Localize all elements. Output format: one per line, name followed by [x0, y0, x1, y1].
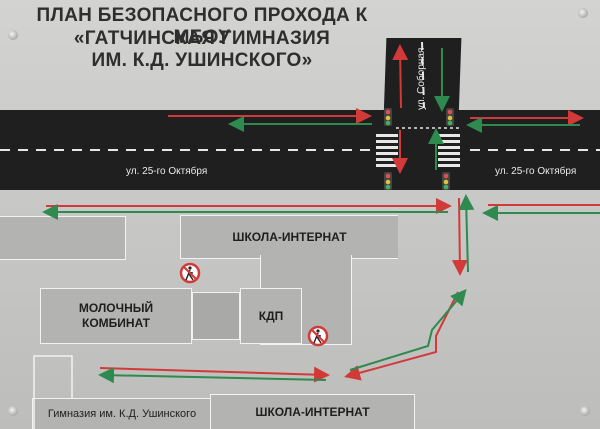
crosswalk-right [438, 134, 460, 167]
no-pedestrian-icon [307, 325, 329, 347]
traffic-light-icon [384, 108, 392, 126]
screw-icon [578, 8, 588, 18]
building-internat-bottom: ШКОЛА-ИНТЕРНАТ [210, 394, 415, 429]
no-pedestrian-icon [179, 262, 201, 284]
gymnasium-outline [33, 355, 73, 429]
traffic-light-icon [446, 108, 454, 126]
screw-icon [8, 30, 18, 40]
street-label-oktyabrya-right: ул. 25-го Октября [495, 166, 577, 177]
screw-icon [8, 406, 18, 416]
title-line-3: ИМ. К.Д. УШИНСКОГО» [91, 50, 313, 71]
traffic-light-icon [384, 172, 392, 190]
building-internat-top: ШКОЛА-ИНТЕРНАТ [180, 215, 398, 259]
screw-icon [580, 406, 590, 416]
route-arrows [42, 44, 600, 384]
building-left-block [0, 216, 126, 260]
crosswalk-left [376, 134, 398, 167]
building-kdp: КДП [240, 288, 302, 344]
title-line-2: «ГАТЧИНСКАЯ ГИМНАЗИЯ [73, 28, 331, 49]
building-annex [192, 292, 240, 340]
street-label-oktyabrya-left: ул. 25-го Октября [126, 166, 208, 177]
sobornaya-center-dashes [421, 41, 425, 109]
title-line-1: ПЛАН БЕЗОПАСНОГО ПРОХОДА К МБОУ [36, 5, 368, 48]
traffic-light-icon [442, 172, 450, 190]
